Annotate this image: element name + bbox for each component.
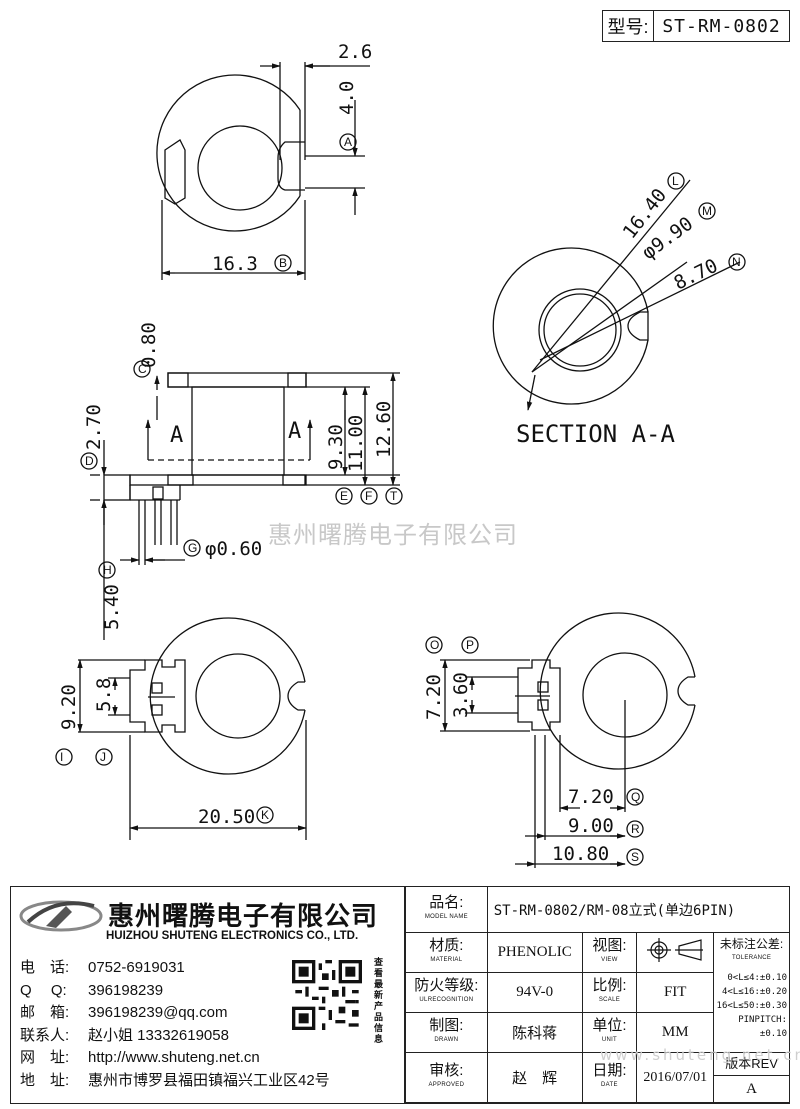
top-view — [156, 62, 370, 280]
title-block — [10, 886, 790, 1104]
contact-qq: Q Q:396198239 — [20, 981, 164, 999]
model-name-value: ST-RM-0802/RM-08立式(单边6PIN) — [486, 886, 791, 933]
dim-0-60: φ0.60 — [205, 538, 262, 560]
model-header-value: ST-RM-0802 — [662, 15, 781, 37]
section-caption: SECTION A-A — [516, 420, 675, 448]
watermark: 惠州曙腾电子有限公司 — [268, 521, 518, 549]
approved-value: 赵 辉 — [486, 1052, 583, 1103]
company-name-cn: 惠州曙腾电子有限公司 — [108, 902, 379, 932]
contact-list: 电 话:0752-6919031 Q Q:396198239 邮 箱:39619… — [20, 957, 330, 1092]
tag-b: B — [279, 256, 287, 270]
tag-q: Q — [631, 790, 640, 804]
flame-value: 94V-0 — [486, 972, 583, 1013]
dim-8-70: 8.70 — [671, 255, 722, 295]
rev-cell: 版本REV A — [713, 1052, 790, 1103]
tag-i: I — [60, 750, 63, 764]
dim-4-0: 4.0 — [336, 81, 358, 115]
dim-9-20: 9.20 — [58, 684, 80, 730]
tag-t: T — [390, 489, 398, 503]
tag-k: K — [261, 808, 269, 822]
dim-0-80: 0.80 — [138, 322, 160, 368]
spec-table: 品名:MODEL NAME ST-RM-0802/RM-08立式(单边6PIN)… — [405, 886, 791, 1103]
view-label: 视图:VIEW — [581, 932, 638, 973]
tolerance-cell: 未标注公差:TOLERANCE 0<L≤4:±0.10 4<L≤16:±0.20… — [713, 932, 790, 1053]
tag-g: G — [188, 541, 197, 555]
bottom-left-view — [77, 617, 307, 840]
tag-l: L — [672, 174, 679, 188]
material-label: 材质:MATERIAL — [405, 932, 488, 973]
tag-s: S — [631, 850, 639, 864]
scale-value: FIT — [636, 972, 715, 1013]
watermark-url: www.shuteng.net.cn — [600, 1046, 800, 1064]
dim-9-00: 9.00 — [568, 815, 614, 837]
unit-label: 单位:UNIT — [581, 1012, 638, 1053]
tag-j: J — [100, 750, 106, 764]
dim-2-6: 2.6 — [338, 41, 372, 63]
approved-label: 审核:APPROVED — [405, 1052, 488, 1103]
tag-c: C — [138, 362, 147, 376]
tag-p: P — [466, 638, 474, 652]
tag-h: H — [103, 563, 112, 577]
date-value: 2016/07/01 — [636, 1052, 715, 1103]
material-value: PHENOLIC — [486, 932, 583, 973]
contact-address: 地 址:惠州市博罗县福田镇福兴工业区42号 — [20, 1071, 330, 1089]
drawing-canvas: 2.6 4.0 A 16.3 B 16.40 L φ9.90 M 8.70 N … — [55, 41, 746, 868]
contact-email: 邮 箱:396198239@qq.com — [20, 1004, 228, 1021]
company-name-en: HUIZHOU SHUTENG ELECTRONICS CO., LTD. — [106, 930, 359, 942]
tag-rings — [55, 133, 746, 866]
contact-person: 联系人:赵小姐 13332619058 — [20, 1026, 229, 1044]
drawn-value: 陈科蒋 — [486, 1012, 583, 1053]
unit-value: MM — [636, 1012, 715, 1053]
tag-m: M — [702, 204, 712, 218]
section-mark-right: A — [288, 419, 301, 444]
rev-value: A — [746, 1081, 757, 1097]
projection-symbol — [636, 932, 715, 973]
drawn-label: 制图:DRAWN — [405, 1012, 488, 1053]
company-divider — [404, 886, 406, 1104]
contact-phone: 电 话:0752-6919031 — [20, 959, 185, 976]
qr-caption: 查看最新产品信息 — [374, 958, 384, 1045]
projection-icon — [647, 938, 704, 962]
qr-code[interactable] — [292, 960, 362, 1030]
tag-e: E — [340, 489, 348, 503]
date-label: 日期:DATE — [581, 1052, 638, 1103]
contact-website: 网 址:http://www.shuteng.net.cn — [20, 1049, 260, 1066]
tag-o: O — [430, 638, 439, 652]
tolerance-label: 未标注公差:TOLERANCE — [719, 937, 784, 961]
dim-5-40: 5.40 — [101, 584, 123, 630]
tag-r: R — [631, 822, 640, 836]
dim-3-60: 3.60 — [450, 672, 472, 718]
dim-9-30: 9.30 — [325, 424, 347, 470]
tag-f: F — [365, 489, 372, 503]
bottom-right-view — [440, 612, 696, 868]
model-header-label: 型号: — [603, 11, 654, 41]
model-header: 型号: ST-RM-0802 — [602, 10, 790, 42]
tolerance-rows: 0<L≤4:±0.10 4<L≤16:±0.20 16<L≤50:±0.30 P… — [716, 973, 787, 1039]
tag-a: A — [344, 135, 352, 149]
dim-16-3: 16.3 — [212, 253, 258, 275]
company-logo — [19, 900, 103, 932]
flame-label: 防火等级:ULRECOGNITION — [405, 972, 488, 1013]
dim-20-50: 20.50 — [198, 806, 255, 828]
model-name-label: 品名:MODEL NAME — [405, 886, 488, 933]
dim-12-60: 12.60 — [373, 401, 395, 458]
dim-7-20-horizontal: 7.20 — [568, 786, 614, 808]
rev-label: 版本REV — [714, 1053, 789, 1076]
side-view — [90, 372, 400, 640]
dim-11-00: 11.00 — [345, 415, 367, 472]
scale-label: 比例:SCALE — [581, 972, 638, 1013]
tag-n: N — [732, 255, 741, 269]
section-mark-left: A — [170, 423, 183, 448]
dim-5-8: 5.8 — [93, 678, 115, 712]
dim-10-80: 10.80 — [552, 843, 609, 865]
dim-7-20-vertical: 7.20 — [423, 674, 445, 720]
dim-2-70: 2.70 — [83, 404, 105, 450]
section-view — [492, 179, 741, 411]
tag-d: D — [85, 454, 94, 468]
